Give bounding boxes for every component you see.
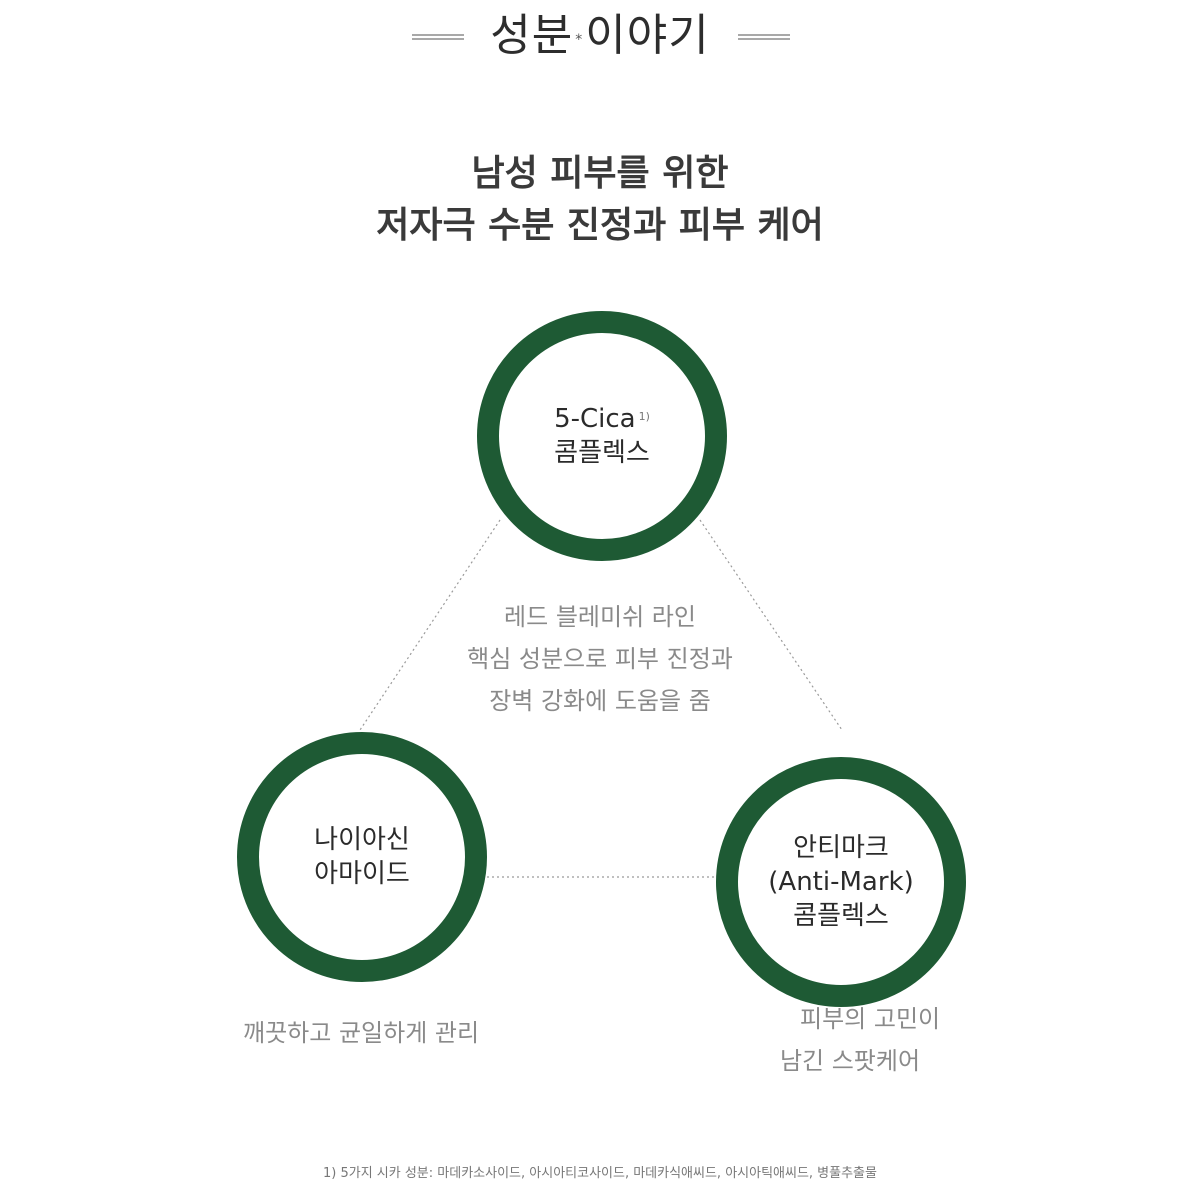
headline-line-2: 저자극 수분 진정과 피부 케어 [376,205,824,246]
description-line: 남긴 스팟케어 [779,1047,921,1075]
ingredient-label-line: (Anti-Mark) [768,867,914,897]
ingredient-circle-anti-mark: 안티마크 (Anti-Mark) 콤플렉스 [716,757,966,1007]
ingredient-label-line: 나이아신 [314,825,410,855]
description-line: 핵심 성분으로 피부 진정과 [467,645,733,673]
description-line: 피부의 고민이 [800,1005,941,1033]
section-title-mark: * [575,32,584,48]
description-5-cica: 레드 블레미쉬 라인 핵심 성분으로 피부 진정과 장벽 강화에 도움을 줌 [0,596,1200,722]
headline: 남성 피부를 위한 저자극 수분 진정과 피부 케어 [0,148,1200,252]
description-line: 레드 블레미쉬 라인 [504,603,696,631]
ingredient-circle-niacinamide: 나이아신 아마이드 [237,732,487,982]
header-decoration-right [738,34,790,40]
connector-top-left [359,519,501,731]
section-title-part2: 이야기 [585,10,710,61]
description-niacinamide: 깨끗하고 균일하게 관리 [243,1012,479,1054]
description-anti-mark: 피부의 고민이 남긴 스팟케어 [760,998,940,1082]
footnote: 1) 5가지 시카 성분: 마데카소사이드, 아시아티코사이드, 마데카식애씨드… [323,1166,877,1181]
ingredient-name: 5-Cica [554,404,636,434]
ingredient-label-line: 안티마크 [793,833,889,863]
header-decoration-left [412,34,464,40]
headline-line-1: 남성 피부를 위한 [471,153,729,194]
ingredient-label-line: 콤플렉스 [554,438,650,468]
footnote-marker: 1) [638,410,650,423]
connector-top-right [699,519,843,731]
ingredient-label-line: 콤플렉스 [793,901,889,931]
section-title: 성분*이야기 [0,6,1200,66]
section-title-part1: 성분 [490,10,574,61]
ingredient-label-line: 아마이드 [314,859,410,889]
description-line: 깨끗하고 균일하게 관리 [243,1019,480,1047]
description-line: 장벽 강화에 도움을 줌 [489,687,711,715]
